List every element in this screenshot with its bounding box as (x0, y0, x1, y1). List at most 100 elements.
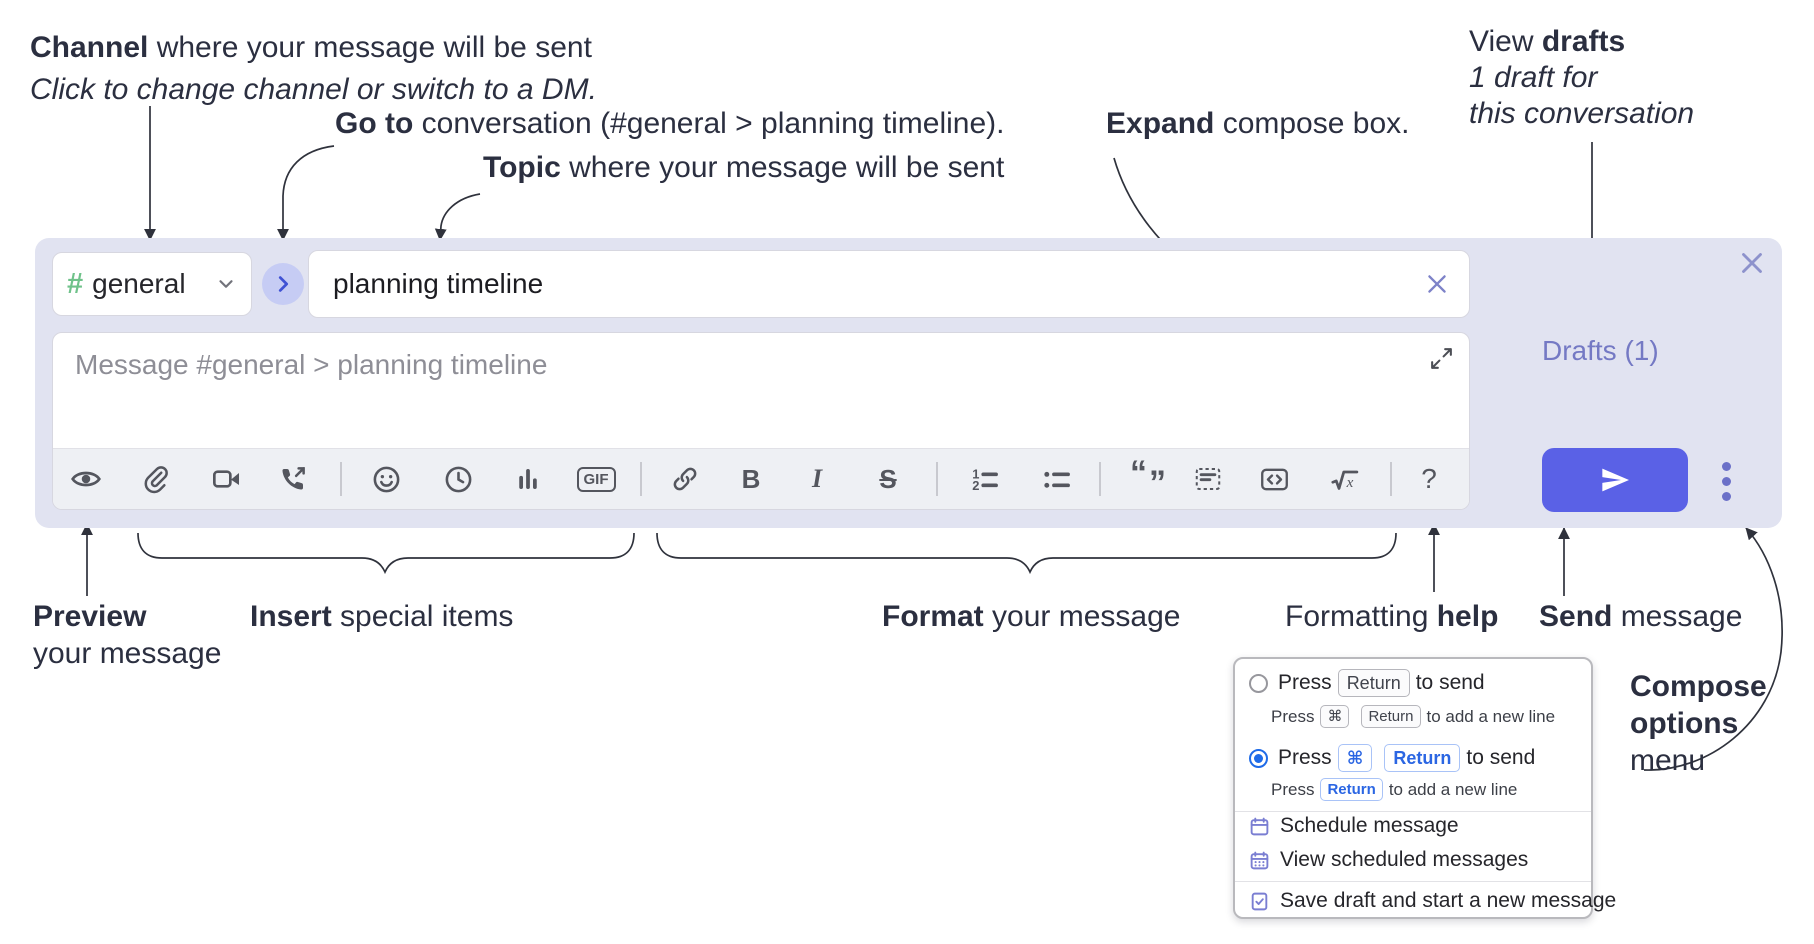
annotation-format-bold: Format (882, 600, 984, 633)
annotation-compose-options-line2: options (1630, 707, 1739, 740)
bar-chart-icon (519, 469, 537, 489)
channel-selector[interactable]: # general (52, 252, 252, 316)
calendar-dots-icon (1250, 851, 1269, 869)
blockquote-icon: “” (1130, 454, 1166, 502)
annotation-format-rest: your message (983, 600, 1181, 633)
expand-compose-icon[interactable] (1428, 345, 1455, 372)
emoji-button[interactable] (364, 457, 408, 501)
topic-value: planning timeline (333, 268, 544, 299)
toolbar-divider (640, 462, 642, 496)
menu-item-schedule-message[interactable]: Schedule message (1235, 810, 1591, 842)
formatting-help-button[interactable]: ? (1407, 457, 1451, 501)
save-draft-icon (1251, 892, 1268, 910)
menu-item-label: Save draft and start a new message (1280, 889, 1617, 912)
key-cmd-icon: ⌘ (1320, 705, 1350, 728)
bullet-list-button[interactable] (1034, 457, 1078, 501)
toolbar-divider (1390, 462, 1392, 496)
attach-file-button[interactable] (133, 457, 177, 501)
goto-conversation-button[interactable] (262, 263, 304, 305)
annotation-view-drafts-bold: drafts (1541, 25, 1626, 58)
arrow-topic (434, 193, 481, 241)
annotation-send-bold: Send (1539, 600, 1613, 633)
math-formula-button[interactable]: x (1322, 457, 1366, 501)
radio-unselected-icon[interactable] (1249, 673, 1268, 693)
clock-icon (445, 466, 471, 492)
send-button[interactable] (1542, 448, 1688, 512)
toolbar-divider (936, 462, 938, 496)
annotation-channel: Channel where your message will be sent (30, 30, 592, 66)
code-snippet-icon (1195, 468, 1221, 490)
poll-button[interactable] (506, 457, 550, 501)
annotation-format: Format your message (882, 598, 1180, 635)
toolbar-divider (1099, 462, 1101, 496)
option1-press: Press (1278, 671, 1332, 694)
svg-text:2: 2 (972, 477, 979, 492)
svg-text:1: 1 (972, 466, 979, 481)
menu-option-cmd-return-to-send[interactable]: Press ⌘ Return to send (1235, 743, 1591, 773)
preview-button[interactable] (64, 457, 108, 501)
option1-after: to send (1415, 671, 1485, 694)
menu-item-view-scheduled[interactable]: View scheduled messages (1235, 844, 1591, 876)
compose-options-button[interactable] (1711, 454, 1741, 508)
kebab-dot (1721, 491, 1731, 501)
video-camera-icon (213, 470, 239, 488)
kebab-dot (1721, 476, 1731, 486)
topic-input[interactable]: planning timeline (308, 250, 1470, 318)
code-block-icon (1260, 468, 1288, 490)
annotation-channel-bold: Channel (30, 31, 149, 64)
radio-selected-icon[interactable] (1249, 748, 1268, 768)
kebab-dot (1721, 461, 1731, 471)
option2-sub-after: to add a new line (1388, 779, 1518, 799)
menu-option2-subtext: Press Return to add a new line (1271, 778, 1627, 801)
menu-option-return-to-send[interactable]: Press Return to send (1235, 669, 1591, 697)
menu-divider (1235, 881, 1591, 882)
bold-icon: B (741, 463, 761, 494)
menu-item-save-draft[interactable]: Save draft and start a new message (1235, 885, 1616, 917)
option1-sub-after: to add a new line (1426, 706, 1556, 726)
annotation-goto: Go to conversation (#general > planning … (335, 106, 1005, 142)
annotation-formatting-help-regular: Formatting (1285, 600, 1437, 633)
video-clip-button[interactable] (205, 457, 249, 501)
bold-button[interactable]: B (729, 457, 773, 501)
eye-icon (71, 471, 101, 487)
calendar-icon (1250, 817, 1269, 835)
annotation-view-drafts: View drafts 1 draft for this conversatio… (1469, 24, 1694, 132)
key-return: Return (1320, 778, 1383, 801)
code-snippet-button[interactable] (1186, 457, 1230, 501)
bullet-list-icon (1043, 471, 1070, 488)
send-paper-plane-icon (1602, 468, 1629, 492)
link-button[interactable] (663, 457, 707, 501)
compose-options-menu: Press Return to send Press ⌘ Return to a… (1233, 657, 1616, 919)
toolbar-divider (340, 462, 342, 496)
italic-button[interactable]: I (795, 457, 839, 501)
annotation-compose-options-line3: menu (1630, 744, 1706, 777)
strikethrough-icon: S (879, 463, 897, 494)
menu-item-label: View scheduled messages (1280, 848, 1529, 871)
recent-clock-button[interactable] (436, 457, 480, 501)
blockquote-button[interactable]: “” (1126, 454, 1170, 502)
annotation-insert: Insert special items (250, 598, 513, 635)
option1-sub-press: Press (1271, 706, 1315, 726)
annotation-channel-sub: Click to change channel or switch to a D… (30, 73, 597, 106)
clear-topic-icon[interactable] (1423, 270, 1451, 298)
gif-icon: GIF (576, 466, 616, 492)
annotation-topic-rest: where your message will be sent (560, 151, 1005, 184)
annotation-preview-line2: your message (33, 637, 222, 670)
annotation-expand-rest: compose box. (1214, 107, 1410, 140)
message-editor[interactable]: Message #general > planning timeline (52, 332, 1470, 510)
code-block-button[interactable] (1252, 457, 1296, 501)
annotation-send-rest: message (1612, 600, 1743, 633)
brace-format (656, 532, 1397, 575)
paperclip-icon (144, 466, 168, 494)
channel-hash-icon: # (67, 267, 84, 300)
close-compose-button[interactable] (1735, 246, 1769, 280)
annotation-expand: Expand compose box. (1106, 106, 1409, 142)
option2-after: to send (1466, 746, 1536, 769)
strikethrough-button[interactable]: S (866, 457, 910, 501)
audio-call-clip-button[interactable] (271, 457, 315, 501)
drafts-link[interactable]: Drafts (1) (1542, 335, 1659, 366)
gif-button[interactable]: GIF (574, 457, 618, 501)
